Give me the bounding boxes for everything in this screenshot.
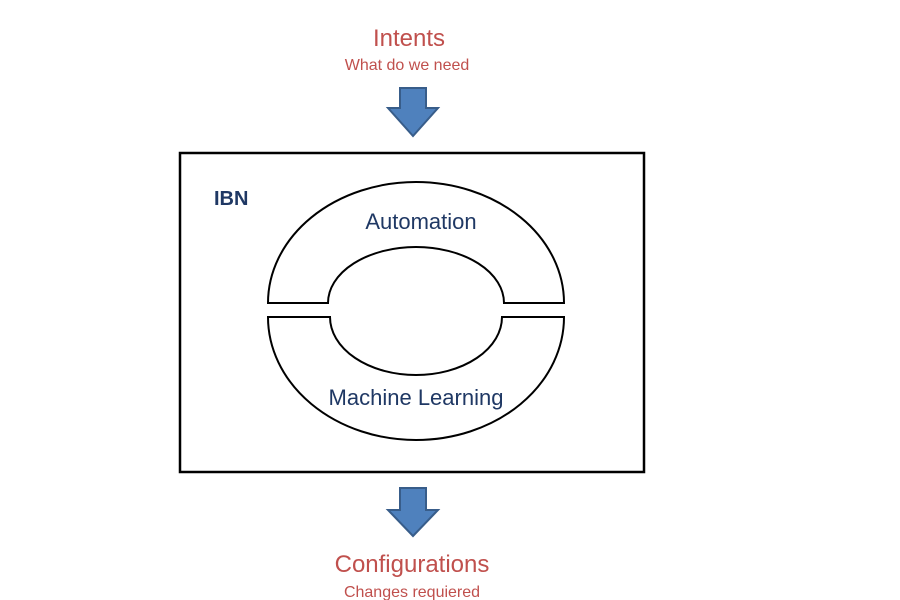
automation-ring-segment [266,181,566,304]
machine-learning-label: Machine Learning [329,385,504,410]
configurations-title: Configurations [335,551,490,578]
down-arrow-icon [385,87,441,138]
down-arrow-icon [385,487,441,538]
intents-subtitle: What do we need [345,57,470,74]
ibn-label: IBN [214,188,248,210]
automation-label: Automation [365,209,476,234]
configurations-subtitle: Changes requiered [344,584,480,600]
intents-title: Intents [373,25,445,52]
machine-learning-ring-segment [266,316,566,441]
